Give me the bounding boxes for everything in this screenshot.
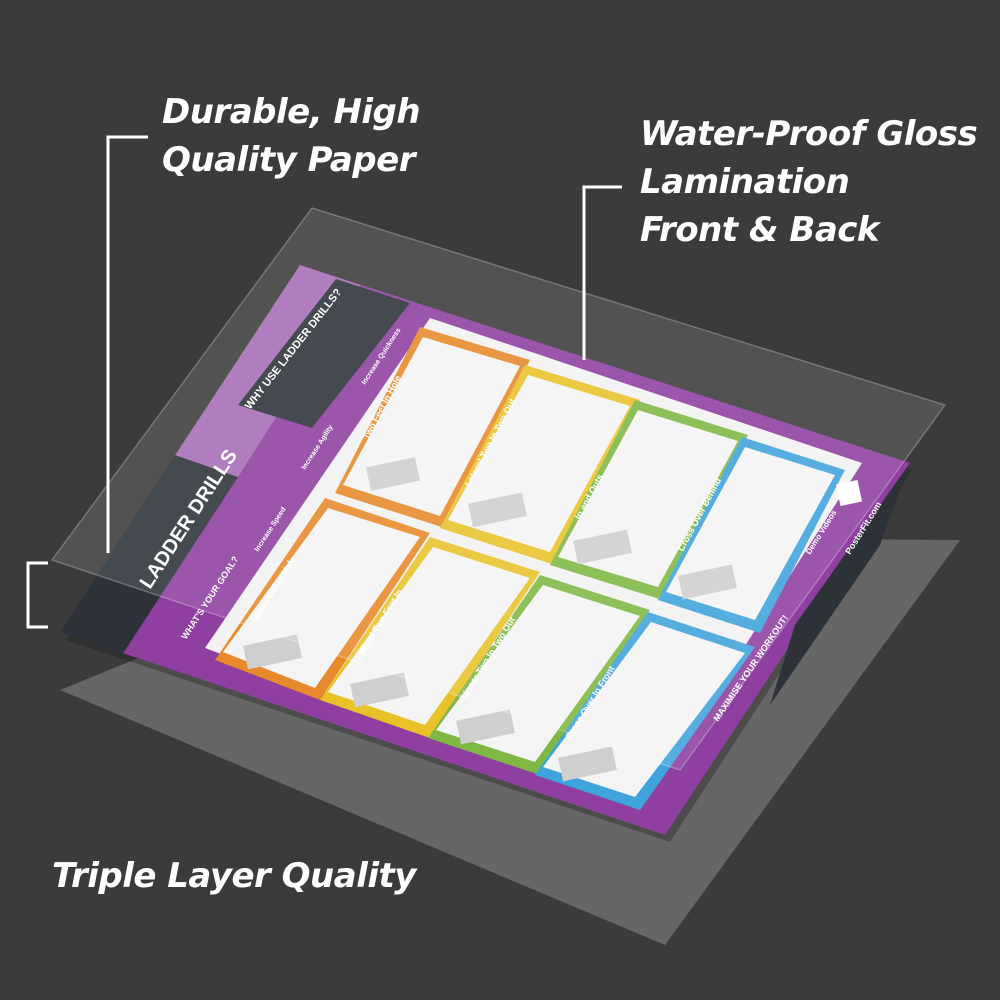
lamination-callout-line-3: Front & Back	[640, 210, 880, 250]
drill-card-in-and-outs	[550, 400, 748, 600]
poster-footer-band	[770, 463, 910, 705]
drill-card-one-foot-in-hole	[215, 498, 430, 700]
paper-callout-line-2: Quality Paper	[162, 140, 415, 180]
paper-leader-line	[106, 135, 148, 553]
paper-callout-line-1: Durable, High	[162, 92, 421, 132]
paper-callout: Durable, High Quality Paper	[162, 88, 421, 184]
qr-code-icon	[835, 479, 863, 507]
drill-card-cross-over-in-front	[535, 612, 755, 810]
drill-card-two-feet-in-hole	[335, 327, 530, 528]
lamination-leader-line	[582, 185, 622, 360]
drill-card-cross-over-behind	[658, 437, 845, 633]
drill-card-lateral-two-feet-in	[320, 537, 540, 738]
top-laminate-sheet	[50, 207, 947, 771]
layers-callout: Triple Layer Quality	[52, 852, 416, 900]
lamination-callout-line-1: Water-Proof Gloss	[640, 114, 978, 154]
drill-card-linear-two-in-two-out	[428, 575, 650, 775]
lamination-callout: Water-Proof Gloss Lamination Front & Bac…	[640, 110, 978, 254]
poster-title-band	[60, 455, 238, 655]
why-use-bar	[238, 279, 410, 428]
layers-callout-text: Triple Layer Quality	[52, 856, 416, 896]
drill-card-lateral-two-in-two-out	[440, 365, 640, 565]
layers-bracket	[26, 561, 48, 629]
lamination-callout-line-2: Lamination	[640, 162, 850, 202]
